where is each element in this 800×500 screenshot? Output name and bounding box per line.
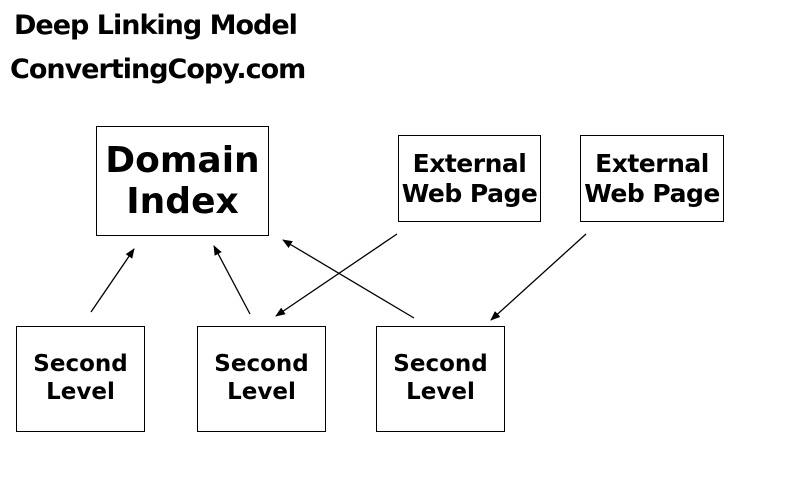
node-label: Level bbox=[406, 379, 475, 405]
node-label: Index bbox=[126, 181, 239, 222]
node-label: Second bbox=[33, 351, 128, 378]
node-label: Level bbox=[227, 379, 296, 405]
node-label: External bbox=[595, 148, 709, 178]
arrow-external2-to-second3 bbox=[490, 233, 587, 321]
arrow-second1-to-domain bbox=[90, 248, 135, 313]
domain-index-node: Domain Index bbox=[96, 126, 269, 236]
second-level-node-3: Second Level bbox=[376, 326, 505, 432]
node-label: Domain bbox=[105, 139, 260, 181]
node-label: External bbox=[412, 148, 527, 178]
node-label: Second bbox=[214, 351, 309, 378]
external-web-page-node-2: External Web Page bbox=[580, 135, 724, 222]
node-label: Second bbox=[393, 351, 488, 378]
arrow-second2-to-domain bbox=[213, 245, 251, 315]
arrow-second3-to-domain bbox=[282, 239, 415, 319]
external-web-page-node-1: External Web Page bbox=[398, 135, 541, 222]
diagram-title: Deep Linking Model bbox=[14, 10, 298, 41]
node-label: Web Page bbox=[584, 178, 720, 208]
node-label: Web Page bbox=[401, 178, 538, 208]
second-level-node-1: Second Level bbox=[16, 326, 145, 432]
node-label: Level bbox=[46, 379, 115, 405]
site-name: ConvertingCopy.com bbox=[10, 54, 306, 85]
arrow-external1-to-second2 bbox=[275, 233, 398, 317]
second-level-node-2: Second Level bbox=[197, 326, 326, 432]
